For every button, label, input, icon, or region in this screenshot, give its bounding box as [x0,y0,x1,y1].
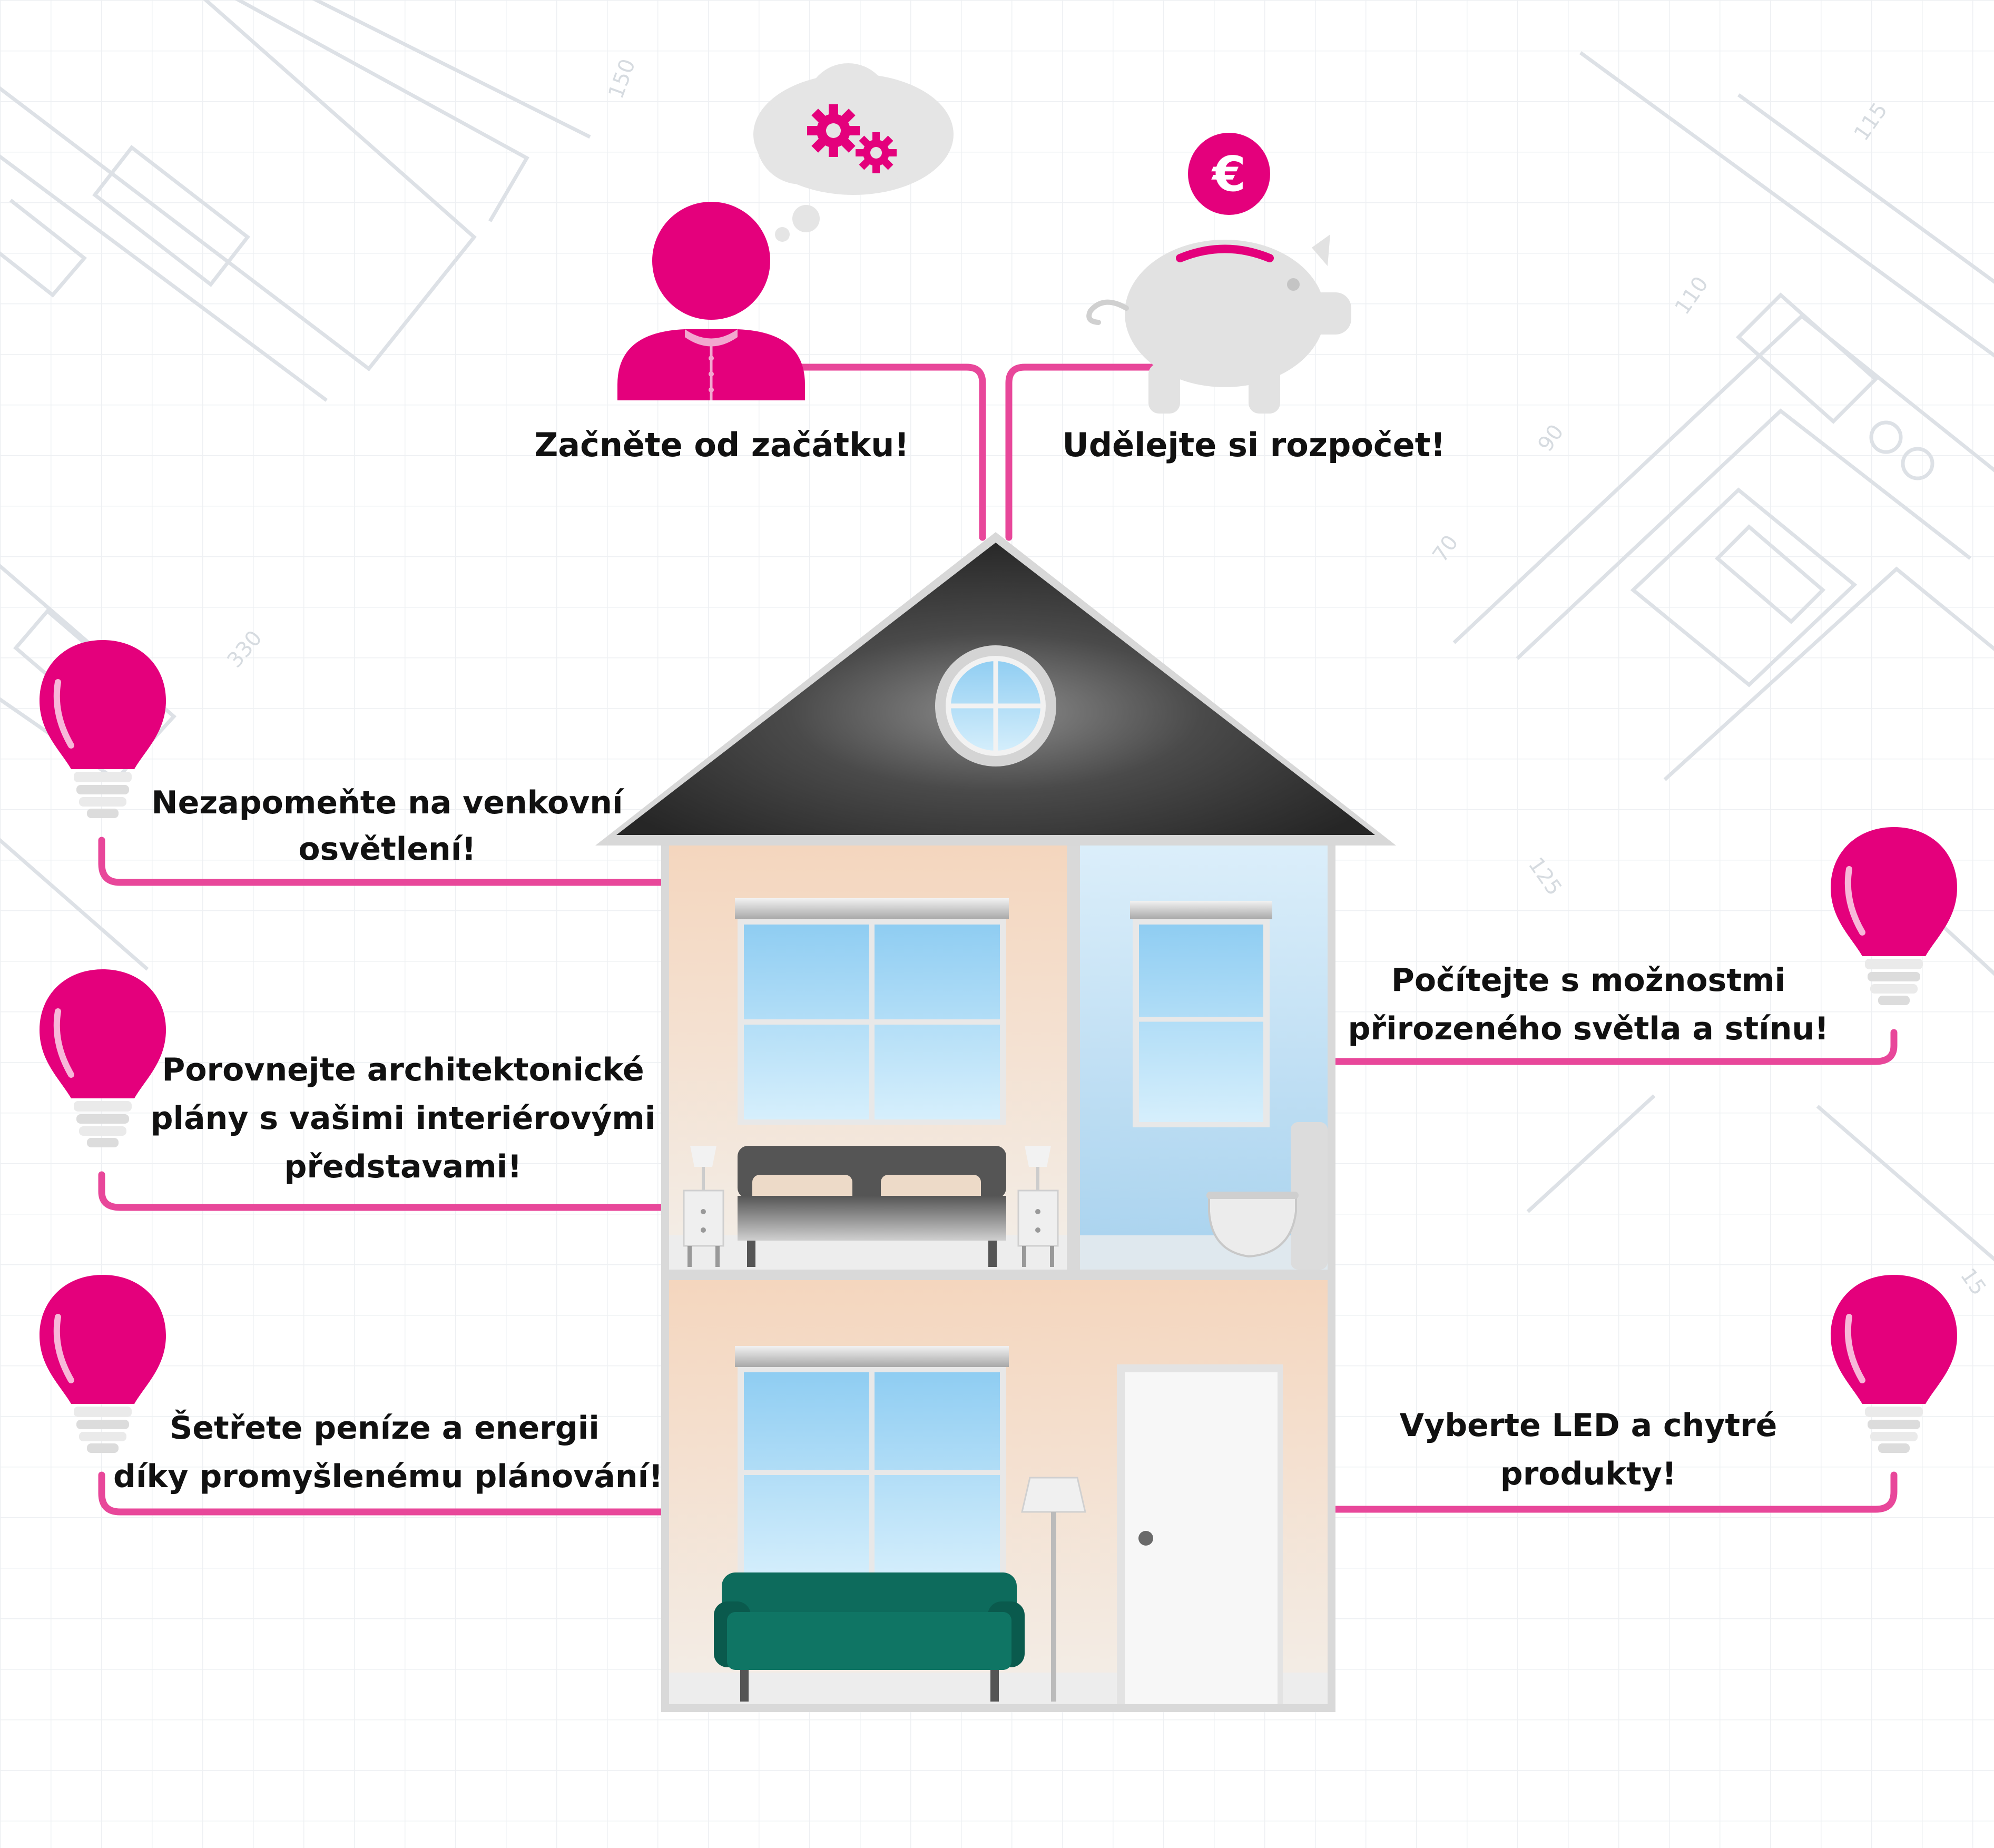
label-line: přirozeného světla a stínu! [1348,1010,1829,1047]
house [595,532,1396,1712]
piggy-bank-euro-icon: € [1086,133,1351,414]
label-start-text: Začněte od začátku! [534,426,909,464]
label-line: představami! [284,1148,522,1185]
bulb-daylight [1831,827,1957,1005]
label-save-money: Šetřete peníze a energii díky promyšlené… [113,1404,663,1501]
bulb-plans [40,969,166,1147]
bedroom-floor [669,1235,1067,1270]
bedroom-window [735,898,1009,1125]
label-led-products: Vyberte LED a chytré produkty! [1362,1401,1815,1498]
bulb-led [1831,1275,1957,1453]
bathroom-floor [1080,1235,1328,1270]
nightstand-left [683,1146,724,1267]
front-door [1117,1364,1283,1704]
label-budget-text: Udělejte si rozpočet! [1062,426,1446,464]
label-line: plány s vašimi interiérovými [150,1100,656,1137]
bulb-outdoor [40,640,166,818]
bulb-save [40,1275,166,1453]
connector-lines [98,363,1898,1516]
label-daylight: Počítejte s možnostmi přirozeného světla… [1343,956,1833,1053]
label-line: Počítejte s možnostmi [1391,962,1786,999]
line-plans [98,1171,700,1211]
line-outdoor [98,837,670,886]
living-room-window [735,1346,1009,1588]
label-budget: Udělejte si rozpočet! [1048,424,1459,466]
line-start [671,363,986,541]
label-start: Začněte od začátku! [527,424,917,466]
floor-lamp [1021,1477,1086,1702]
label-line: Šetřete peníze a energii [170,1410,600,1447]
label-line: díky promyšlenému plánování! [113,1458,663,1495]
line-budget [1005,363,1157,541]
sofa [714,1572,1025,1702]
label-outdoor-lighting: Nezapomeňte na venkovní osvětlení! [126,780,648,872]
line-save [98,1471,715,1516]
gears-icon [807,104,897,173]
label-line: osvětlení! [298,831,476,868]
toilet [1206,1122,1328,1270]
label-compare-plans: Porovnejte architektonické plány s vašim… [137,1046,669,1191]
label-line: Nezapomeňte na venkovní [151,784,623,821]
line-led [1068,1471,1898,1513]
label-line: Vyberte LED a chytré [1399,1407,1777,1444]
blueprint-sketch [0,0,1994,1262]
svg-text:€: € [1211,146,1246,202]
bed [738,1146,1006,1267]
nightstand-right [1017,1146,1059,1267]
label-line: Porovnejte architektonické [162,1051,644,1088]
person-icon [617,202,805,400]
line-daylight [1195,1029,1898,1065]
label-line: produkty! [1500,1456,1677,1492]
bathroom-window [1130,901,1272,1127]
